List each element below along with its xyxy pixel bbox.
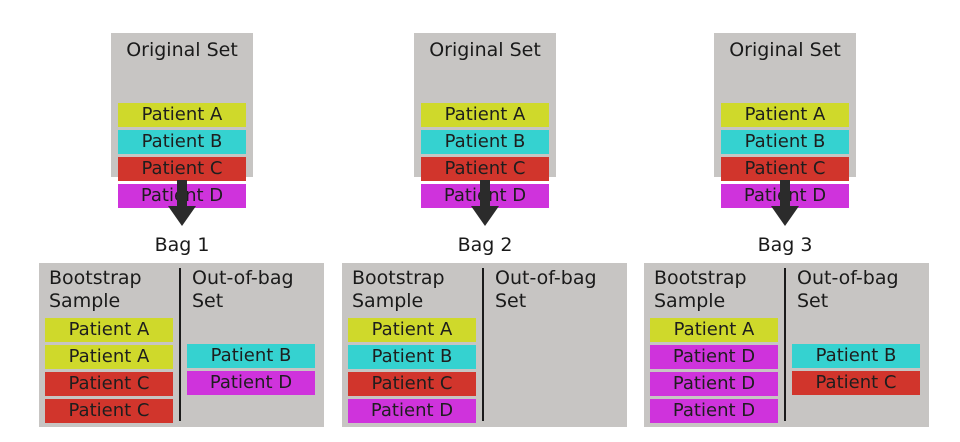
bootstrap-item: Patient D: [650, 399, 778, 423]
bootstrap-title: Bootstrap Sample: [352, 267, 445, 312]
column-divider: [482, 268, 484, 421]
bootstrap-item: Patient C: [45, 372, 173, 396]
bag-label: Bag 3: [757, 234, 813, 256]
down-arrow-icon: [471, 180, 499, 226]
bootstrap-item: Patient A: [45, 345, 173, 369]
oob-item: Patient B: [187, 344, 315, 368]
original-item: Patient C: [421, 157, 549, 181]
original-set-panel: Original Set Patient A Patient B Patient…: [111, 33, 253, 208]
original-item: Patient C: [721, 157, 849, 181]
original-item: Patient B: [721, 130, 849, 154]
bag-panel: Bootstrap Sample Out-of-bag Set Patient …: [644, 263, 929, 427]
down-arrow-icon: [771, 180, 799, 226]
bootstrap-item: Patient D: [348, 399, 476, 423]
bootstrap-item: Patient B: [348, 345, 476, 369]
original-item: Patient A: [721, 103, 849, 127]
bag-label: Bag 1: [154, 234, 210, 256]
column-divider: [784, 268, 786, 421]
down-arrow-icon: [168, 180, 196, 226]
oob-item: Patient B: [792, 344, 920, 368]
bootstrap-item: Patient D: [650, 345, 778, 369]
original-set-title: Original Set: [429, 39, 541, 61]
bootstrap-item: Patient C: [348, 372, 476, 396]
original-set-title: Original Set: [126, 39, 238, 61]
column-divider: [179, 268, 181, 421]
oob-item: Patient C: [792, 371, 920, 395]
original-set-panel: Original Set Patient A Patient B Patient…: [714, 33, 856, 208]
bootstrap-item: Patient A: [348, 318, 476, 342]
oob-item: Patient D: [187, 371, 315, 395]
bag-panel: Bootstrap Sample Out-of-bag Set Patient …: [342, 263, 627, 427]
bootstrap-title: Bootstrap Sample: [654, 267, 747, 312]
bootstrap-title: Bootstrap Sample: [49, 267, 142, 312]
bootstrap-item: Patient C: [45, 399, 173, 423]
original-item: Patient B: [421, 130, 549, 154]
original-item: Patient A: [421, 103, 549, 127]
original-item: Patient C: [118, 157, 246, 181]
oob-title: Out-of-bag Set: [192, 267, 294, 312]
bootstrap-item: Patient A: [45, 318, 173, 342]
oob-title: Out-of-bag Set: [797, 267, 899, 312]
original-set-panel: Original Set Patient A Patient B Patient…: [414, 33, 556, 208]
bag-label: Bag 2: [457, 234, 513, 256]
original-item: Patient A: [118, 103, 246, 127]
original-set-title: Original Set: [729, 39, 841, 61]
bootstrap-item: Patient A: [650, 318, 778, 342]
bootstrap-item: Patient D: [650, 372, 778, 396]
bag-panel: Bootstrap Sample Out-of-bag Set Patient …: [39, 263, 324, 427]
original-item: Patient B: [118, 130, 246, 154]
oob-title: Out-of-bag Set: [495, 267, 597, 312]
